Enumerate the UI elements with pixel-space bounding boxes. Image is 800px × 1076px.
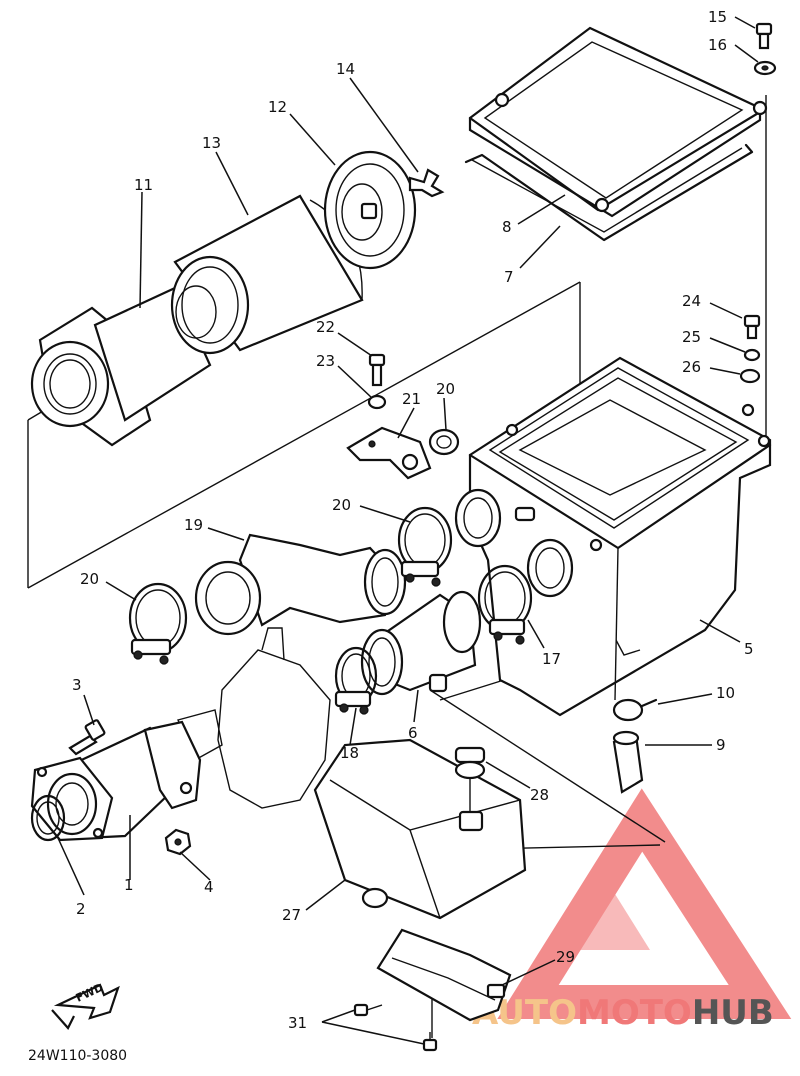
washer-24 (367, 394, 387, 410)
drawing-code: 24W110-3080 (28, 1048, 127, 1064)
label-part-18: 18 (340, 744, 359, 762)
label-part-14: 14 (336, 60, 355, 78)
label-part-26: 25 (682, 328, 701, 346)
label-part-9: 9 (716, 736, 726, 754)
label-part-31: 31 (288, 1014, 307, 1032)
label-part-8: 8 (502, 218, 512, 236)
screw-31-bottom (422, 1032, 438, 1052)
washer-27 (739, 368, 761, 384)
leader-lines (57, 16, 759, 1045)
label-part-1: 1 (124, 876, 134, 894)
lid-gasket (464, 143, 754, 242)
label-part-15: 15 (708, 8, 727, 26)
bolt-23 (368, 353, 386, 387)
watermark-text: AUTOMOTOHUB (472, 993, 774, 1033)
label-part-28: 27 (282, 906, 301, 924)
joint-19 (194, 533, 407, 636)
carburetor-joint-1 (30, 720, 202, 842)
watermark-hub: HUB (692, 993, 774, 1033)
watermark-moto: MOTO (577, 993, 692, 1033)
o-ring-2 (30, 794, 66, 842)
label-part-7: 7 (504, 268, 514, 286)
label-part-4: 4 (204, 878, 214, 896)
joint-6 (360, 590, 482, 696)
label-part-3: 3 (72, 676, 82, 694)
case-28 (313, 738, 527, 920)
label-part-22: 21 (402, 390, 421, 408)
clamp-29 (454, 746, 486, 812)
part-labels: 11 13 12 14 15 16 8 7 24 25 26 22 23 21 … (72, 8, 754, 1032)
label-part-17: 17 (542, 650, 561, 668)
label-part-20-right: 20 (332, 496, 351, 514)
wing-nut-14 (408, 168, 445, 198)
label-part-25: 24 (682, 292, 701, 310)
bolt-25 (743, 314, 761, 340)
label-part-12: 12 (268, 98, 287, 116)
label-part-16: 16 (708, 36, 727, 54)
clamp-20-right (397, 506, 453, 587)
watermark-logo (497, 788, 792, 1019)
grommet-21 (428, 428, 460, 456)
filter-cap-12 (323, 150, 417, 270)
clamp-18 (334, 646, 378, 715)
label-part-29: 28 (530, 786, 549, 804)
label-part-2: 2 (76, 900, 86, 918)
carburetor-outline (177, 627, 331, 809)
cover-30 (376, 928, 512, 1022)
bolt-15 (755, 22, 773, 50)
label-part-10: 10 (716, 684, 735, 702)
label-part-11: 11 (134, 176, 153, 194)
air-box-lid (468, 26, 768, 218)
label-part-5: 5 (744, 640, 754, 658)
label-part-13: 13 (202, 134, 221, 152)
label-part-24: 23 (316, 352, 335, 370)
clamp-17 (477, 564, 533, 645)
fwd-arrow-icon (51, 983, 120, 1030)
label-part-21: 20 (436, 380, 455, 398)
label-part-23: 22 (316, 318, 335, 336)
label-part-20-left: 20 (80, 570, 99, 588)
clamp-20-left (128, 582, 188, 665)
washer-16 (753, 60, 777, 76)
washer-26 (743, 348, 761, 362)
nut-4 (164, 828, 192, 856)
air-box-case (454, 356, 772, 717)
clip-10 (612, 698, 658, 722)
label-part-6: 6 (408, 724, 418, 742)
bracket-22 (346, 426, 432, 480)
bolt-3 (68, 719, 106, 756)
label-part-19: 19 (184, 516, 203, 534)
label-part-30: 29 (556, 948, 575, 966)
drain-hose-9 (612, 730, 644, 794)
label-part-27: 26 (682, 358, 701, 376)
screw-31-left (353, 1003, 383, 1017)
